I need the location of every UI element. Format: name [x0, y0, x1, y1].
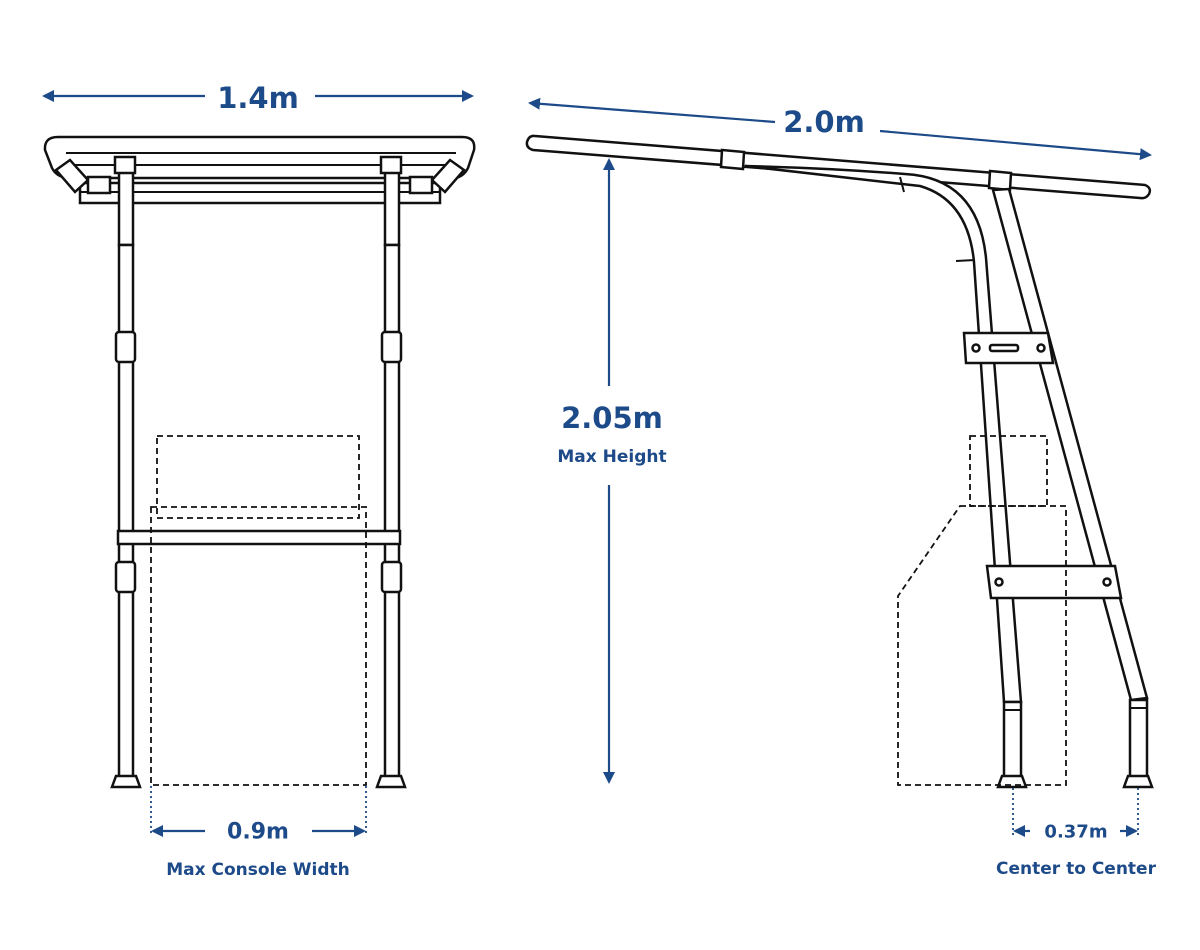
side-upper-bracket-bolt-right [1036, 343, 1046, 353]
side-rear-foot [1122, 774, 1154, 789]
front-width-label: 1.4m [217, 81, 299, 115]
side-view [525, 97, 1154, 837]
side-top-rail [525, 134, 1152, 200]
front-right-top-fitting [379, 155, 403, 175]
front-right-foot [375, 774, 407, 789]
side-lower-bracket-bolt-right [1102, 577, 1112, 587]
side-front-foot [996, 774, 1028, 789]
front-right-side-fitting [408, 175, 434, 195]
height-caption: Max Height [557, 447, 667, 467]
front-right-lower-clamp [380, 560, 403, 594]
side-rear-leg-lower [1128, 698, 1149, 780]
side-rail-fitting-rear [987, 169, 1013, 192]
front-cross-brace [116, 529, 402, 546]
console-width-caption: Max Console Width [166, 860, 350, 880]
front-left-foot [110, 774, 142, 789]
console-width-label: 0.9m [227, 819, 289, 845]
front-view [42, 90, 476, 837]
side-lower-bracket [985, 564, 1123, 600]
front-left-upper-clamp [114, 330, 137, 364]
side-rear-leg [991, 187, 1149, 702]
side-length-arrow-left [528, 97, 776, 124]
side-lower-bracket-bolt-left [994, 577, 1004, 587]
front-left-leg [117, 243, 135, 780]
side-length-arrow-right [879, 129, 1152, 161]
side-front-leg-curve [744, 164, 1023, 704]
front-right-leg-upper [383, 168, 401, 247]
side-rail-fitting-front [719, 148, 746, 171]
front-canopy-frame [43, 135, 476, 180]
front-left-top-fitting [113, 155, 137, 175]
front-left-leg-upper [117, 168, 135, 247]
front-right-upper-clamp [380, 330, 403, 364]
leg-spacing-caption: Center to Center [996, 859, 1156, 879]
side-front-leg-lower [1002, 700, 1023, 780]
side-console-body-outline [897, 505, 1067, 786]
leg-spacing-label: 0.37m [1044, 821, 1108, 843]
front-right-leg [383, 243, 401, 780]
side-upper-bracket-bolt-left [971, 343, 981, 353]
front-console-windshield-outline [156, 435, 360, 519]
height-label: 2.05m [561, 401, 663, 435]
side-console-windshield-outline [969, 435, 1048, 507]
side-front-leg-joint-upper [899, 176, 905, 193]
side-length-label: 2.0m [783, 105, 865, 139]
front-console-body-outline [150, 506, 367, 786]
side-upper-bracket-slot [988, 343, 1020, 353]
side-front-leg-joint-lower [955, 259, 976, 262]
front-left-side-fitting [86, 175, 112, 195]
front-left-lower-clamp [114, 560, 137, 594]
